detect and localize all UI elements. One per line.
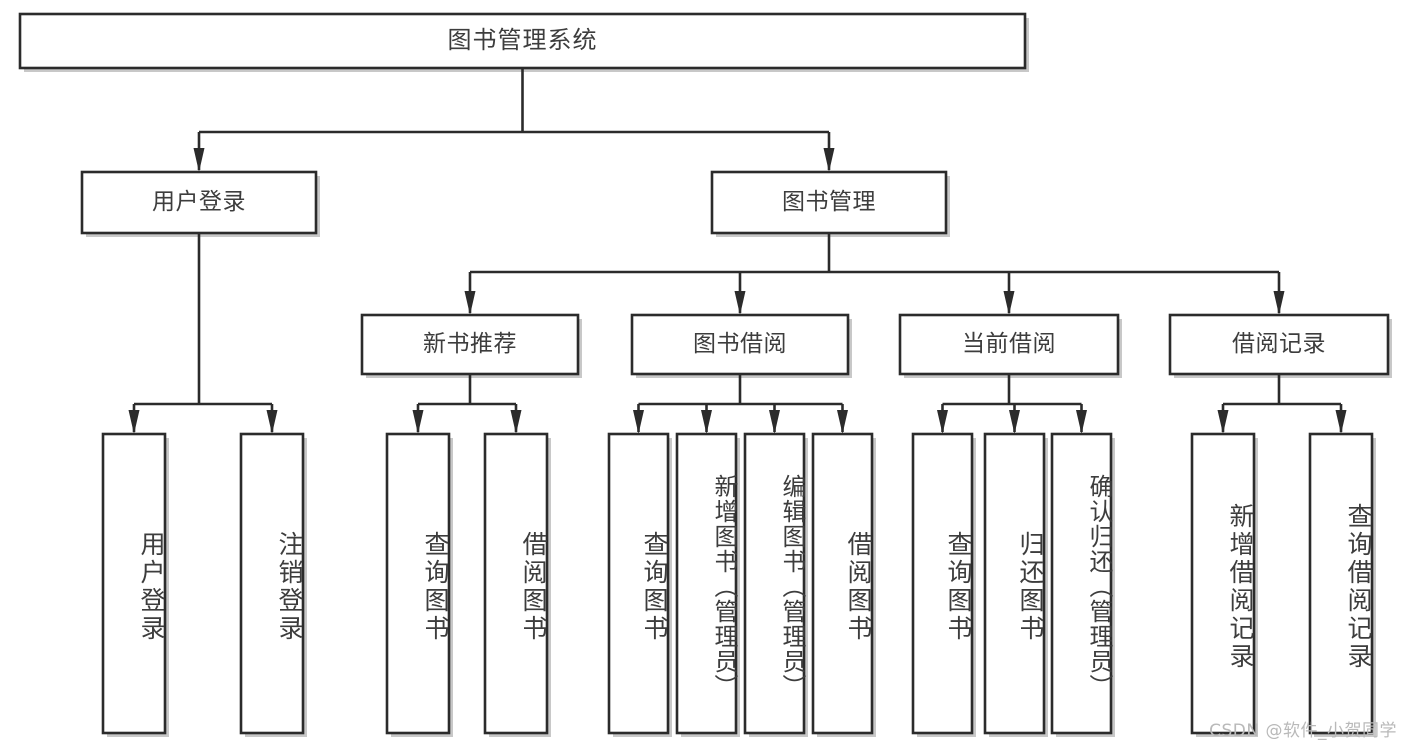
node-box-book-borrow[interactable] xyxy=(630,313,850,376)
arrow-head-icon xyxy=(1009,410,1020,434)
node-box-leaf-user-login[interactable] xyxy=(101,432,167,735)
arrow-head-icon xyxy=(769,410,780,434)
arrow-head-icon xyxy=(837,410,848,434)
arrow-head-icon xyxy=(734,291,746,315)
arrow-head-icon xyxy=(1273,291,1285,315)
arrow-head-icon xyxy=(1003,291,1015,315)
node-box-leaf-confirm-return[interactable] xyxy=(1050,432,1113,735)
connector-layer xyxy=(128,68,1347,434)
arrow-head-icon xyxy=(193,148,205,172)
arrow-head-icon xyxy=(1217,410,1229,434)
node-box-user-login[interactable] xyxy=(80,170,318,235)
node-box-leaf-logout-login[interactable] xyxy=(239,432,305,735)
arrow-head-icon xyxy=(510,410,522,434)
node-box-current-borrow[interactable] xyxy=(898,313,1120,376)
arrow-head-icon xyxy=(128,410,140,434)
arrow-head-icon xyxy=(1076,410,1087,434)
node-box-leaf-query-book-1[interactable] xyxy=(385,432,451,735)
node-box-new-book-recommend[interactable] xyxy=(360,313,580,376)
arrow-head-icon xyxy=(464,291,476,315)
arrow-head-icon xyxy=(1335,410,1347,434)
node-box-leaf-query-record[interactable] xyxy=(1308,432,1374,735)
arrow-head-icon xyxy=(937,410,948,434)
arrow-head-icon xyxy=(412,410,424,434)
watermark-text: CSDN @软件_小贺同学 xyxy=(1209,721,1397,741)
box-layer xyxy=(18,12,1390,735)
node-box-root[interactable] xyxy=(18,12,1027,70)
node-box-borrow-record[interactable] xyxy=(1168,313,1390,376)
node-box-leaf-borrow-book-1[interactable] xyxy=(483,432,549,735)
node-box-leaf-query-book-2[interactable] xyxy=(607,432,670,735)
arrow-head-icon xyxy=(823,148,835,172)
arrow-head-icon xyxy=(633,410,644,434)
node-box-leaf-add-record[interactable] xyxy=(1190,432,1256,735)
arrow-head-icon xyxy=(701,410,712,434)
node-box-leaf-return-book[interactable] xyxy=(983,432,1046,735)
node-box-book-manage[interactable] xyxy=(710,170,948,235)
node-box-leaf-query-book-3[interactable] xyxy=(911,432,974,735)
arrow-head-icon xyxy=(266,410,278,434)
node-box-leaf-add-book[interactable] xyxy=(675,432,738,735)
node-box-leaf-borrow-book-2[interactable] xyxy=(811,432,874,735)
node-box-leaf-edit-book[interactable] xyxy=(743,432,806,735)
